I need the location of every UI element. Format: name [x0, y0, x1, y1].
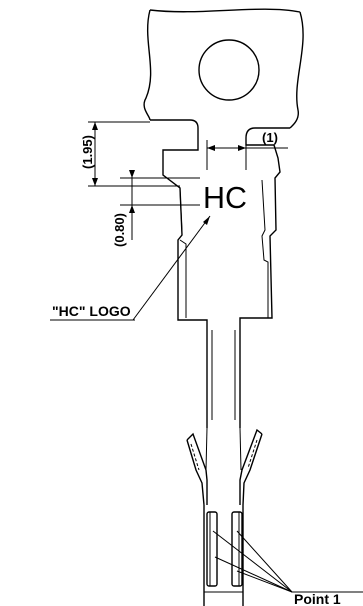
- point-1-label: Point 1: [294, 591, 341, 606]
- dimension-1-95: (1.95): [80, 121, 180, 187]
- dimension-0-80: (0.80): [112, 170, 200, 247]
- crimp-wings: [186, 427, 263, 506]
- dim-label-1-95: (1.95): [80, 135, 95, 169]
- logo-callout-label: "HC" LOGO: [52, 303, 131, 319]
- point-1-callout: Point 1: [212, 530, 363, 606]
- dim-label-1: (1): [262, 130, 278, 145]
- dim-label-0-80: (0.80): [112, 213, 127, 247]
- dimension-1: (1): [206, 130, 288, 170]
- logo-callout: "HC" LOGO: [50, 215, 211, 321]
- hole: [198, 39, 260, 101]
- lower-barrel: [203, 505, 244, 606]
- hc-logo: HC: [203, 180, 247, 215]
- terminal-outline: [143, 8, 304, 428]
